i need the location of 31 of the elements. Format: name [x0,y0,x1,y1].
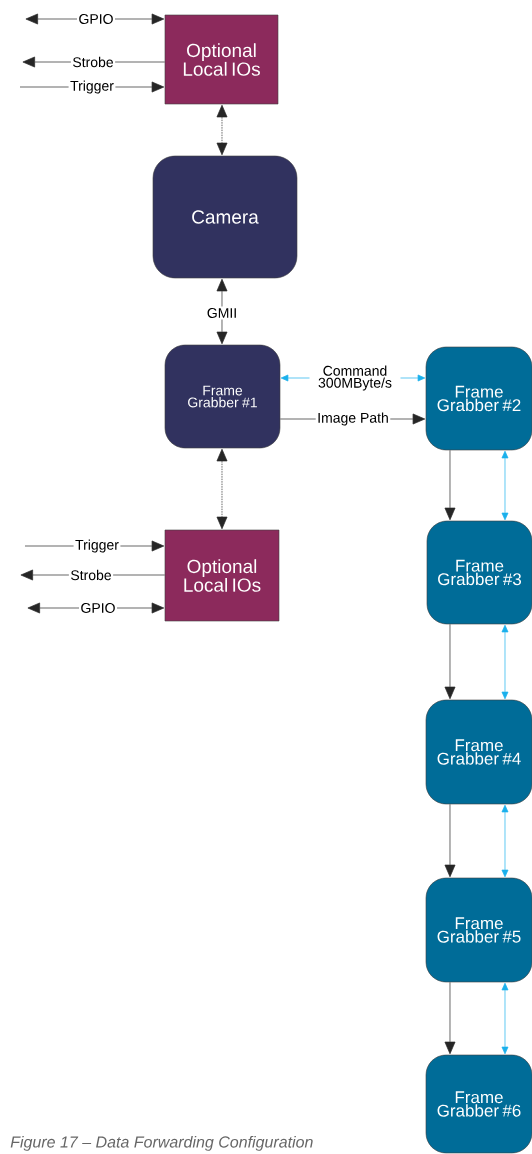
arrow [444,981,456,1055]
arrow [216,278,228,345]
arrow [501,450,509,521]
grabber-box: Frame Grabber #5 [425,877,532,983]
edge-label: Strobe [68,568,114,582]
arrow [444,623,456,700]
edge-label: Strobe [70,55,116,69]
arrow [25,13,165,25]
arrow [501,624,509,700]
arrow [501,804,509,878]
grabber-box: Frame Grabber #4 [425,699,532,805]
edge-label: GPIO [79,601,117,615]
edge-label: GMII [205,306,239,320]
arrow [216,448,228,530]
camera-box: Camera [152,155,298,279]
caption: Figure 17 – Data Forwarding Configuration [10,1135,313,1151]
grabber-box: Frame Grabber #6 [425,1054,532,1154]
arrow [216,104,228,156]
edge-label: Image Path [315,411,391,428]
edge-label: Command 300MByte/s [309,364,401,393]
arrow [501,982,509,1055]
grabber-box: Frame Grabber #1 [164,344,281,449]
edge-label: Trigger [68,79,116,96]
io-box: Optional Local IOs [164,529,280,622]
arrow [444,449,456,521]
io-box: Optional Local IOs [164,14,279,105]
grabber-box: Frame Grabber #2 [425,346,532,451]
edge-label: Trigger [73,538,121,555]
edge-label: GPIO [77,12,115,26]
arrow [444,803,456,878]
grabber-box: Frame Grabber #3 [426,520,532,625]
